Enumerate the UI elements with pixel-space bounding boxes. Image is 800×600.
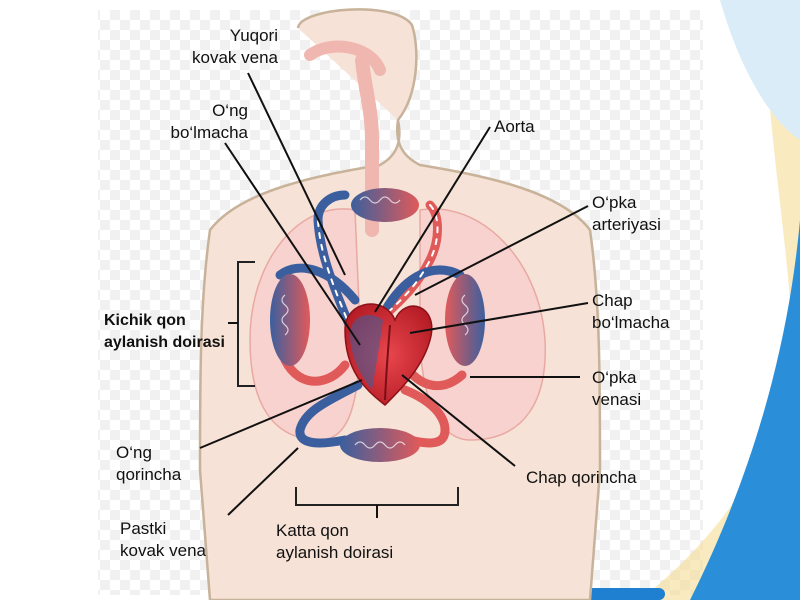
heart-right-side [350,315,383,390]
pointer-pulmonary-artery [414,205,589,296]
label-aorta: Aorta [494,117,535,136]
capillary-bed-left-lung [445,274,485,366]
label-pulmonary-circulation: Kichik qon aylanish doirasi [104,312,225,351]
pointer-superior-vena-cava [247,72,346,276]
vessel-lower-arterial [400,385,450,448]
pointer-aorta [374,126,491,313]
capillary-bed-head [351,188,419,222]
label-left-ventricle: Chap qorincha [526,468,637,487]
nasal-passage [304,40,386,76]
label-systemic-circulation: Katta qon aylanish doirasi [276,521,394,562]
airway [355,53,379,237]
label-superior-vena-cava: Yuqori kovak vena [192,26,278,67]
vessel-left-lung-out [375,265,465,325]
vessel-head-venous [313,190,360,345]
capillary-bed-body [340,428,420,462]
pointer-inferior-vena-cava [227,447,299,516]
capillary-bed-right-lung [270,274,310,366]
deco-lightblue-swoosh [720,0,800,140]
pointer-right-ventricle [199,379,363,449]
vessel-right-lung-return [280,355,350,386]
pointer-left-ventricle [401,374,516,467]
heart-septum [384,324,391,401]
label-inferior-vena-cava: Pastki kovak vena [120,519,206,560]
label-pulmonary-artery: O‘pka arteriyasi [592,193,661,234]
pointer-right-atrium [224,142,361,346]
label-pulmonary-vein: O‘pka venasi [592,368,642,409]
pointer-left-atrium [409,302,589,334]
vessel-lower-venous [295,380,363,448]
label-left-atrium: Chap bo‘lmacha [592,291,670,332]
flow-markers-right [379,204,439,321]
deco-blue-swoosh [690,220,800,600]
vessel-right-lung-out [275,263,360,305]
label-right-ventricle: O‘ng qorincha [116,443,182,484]
label-right-atrium: O‘ng bo‘lmacha [170,101,249,142]
